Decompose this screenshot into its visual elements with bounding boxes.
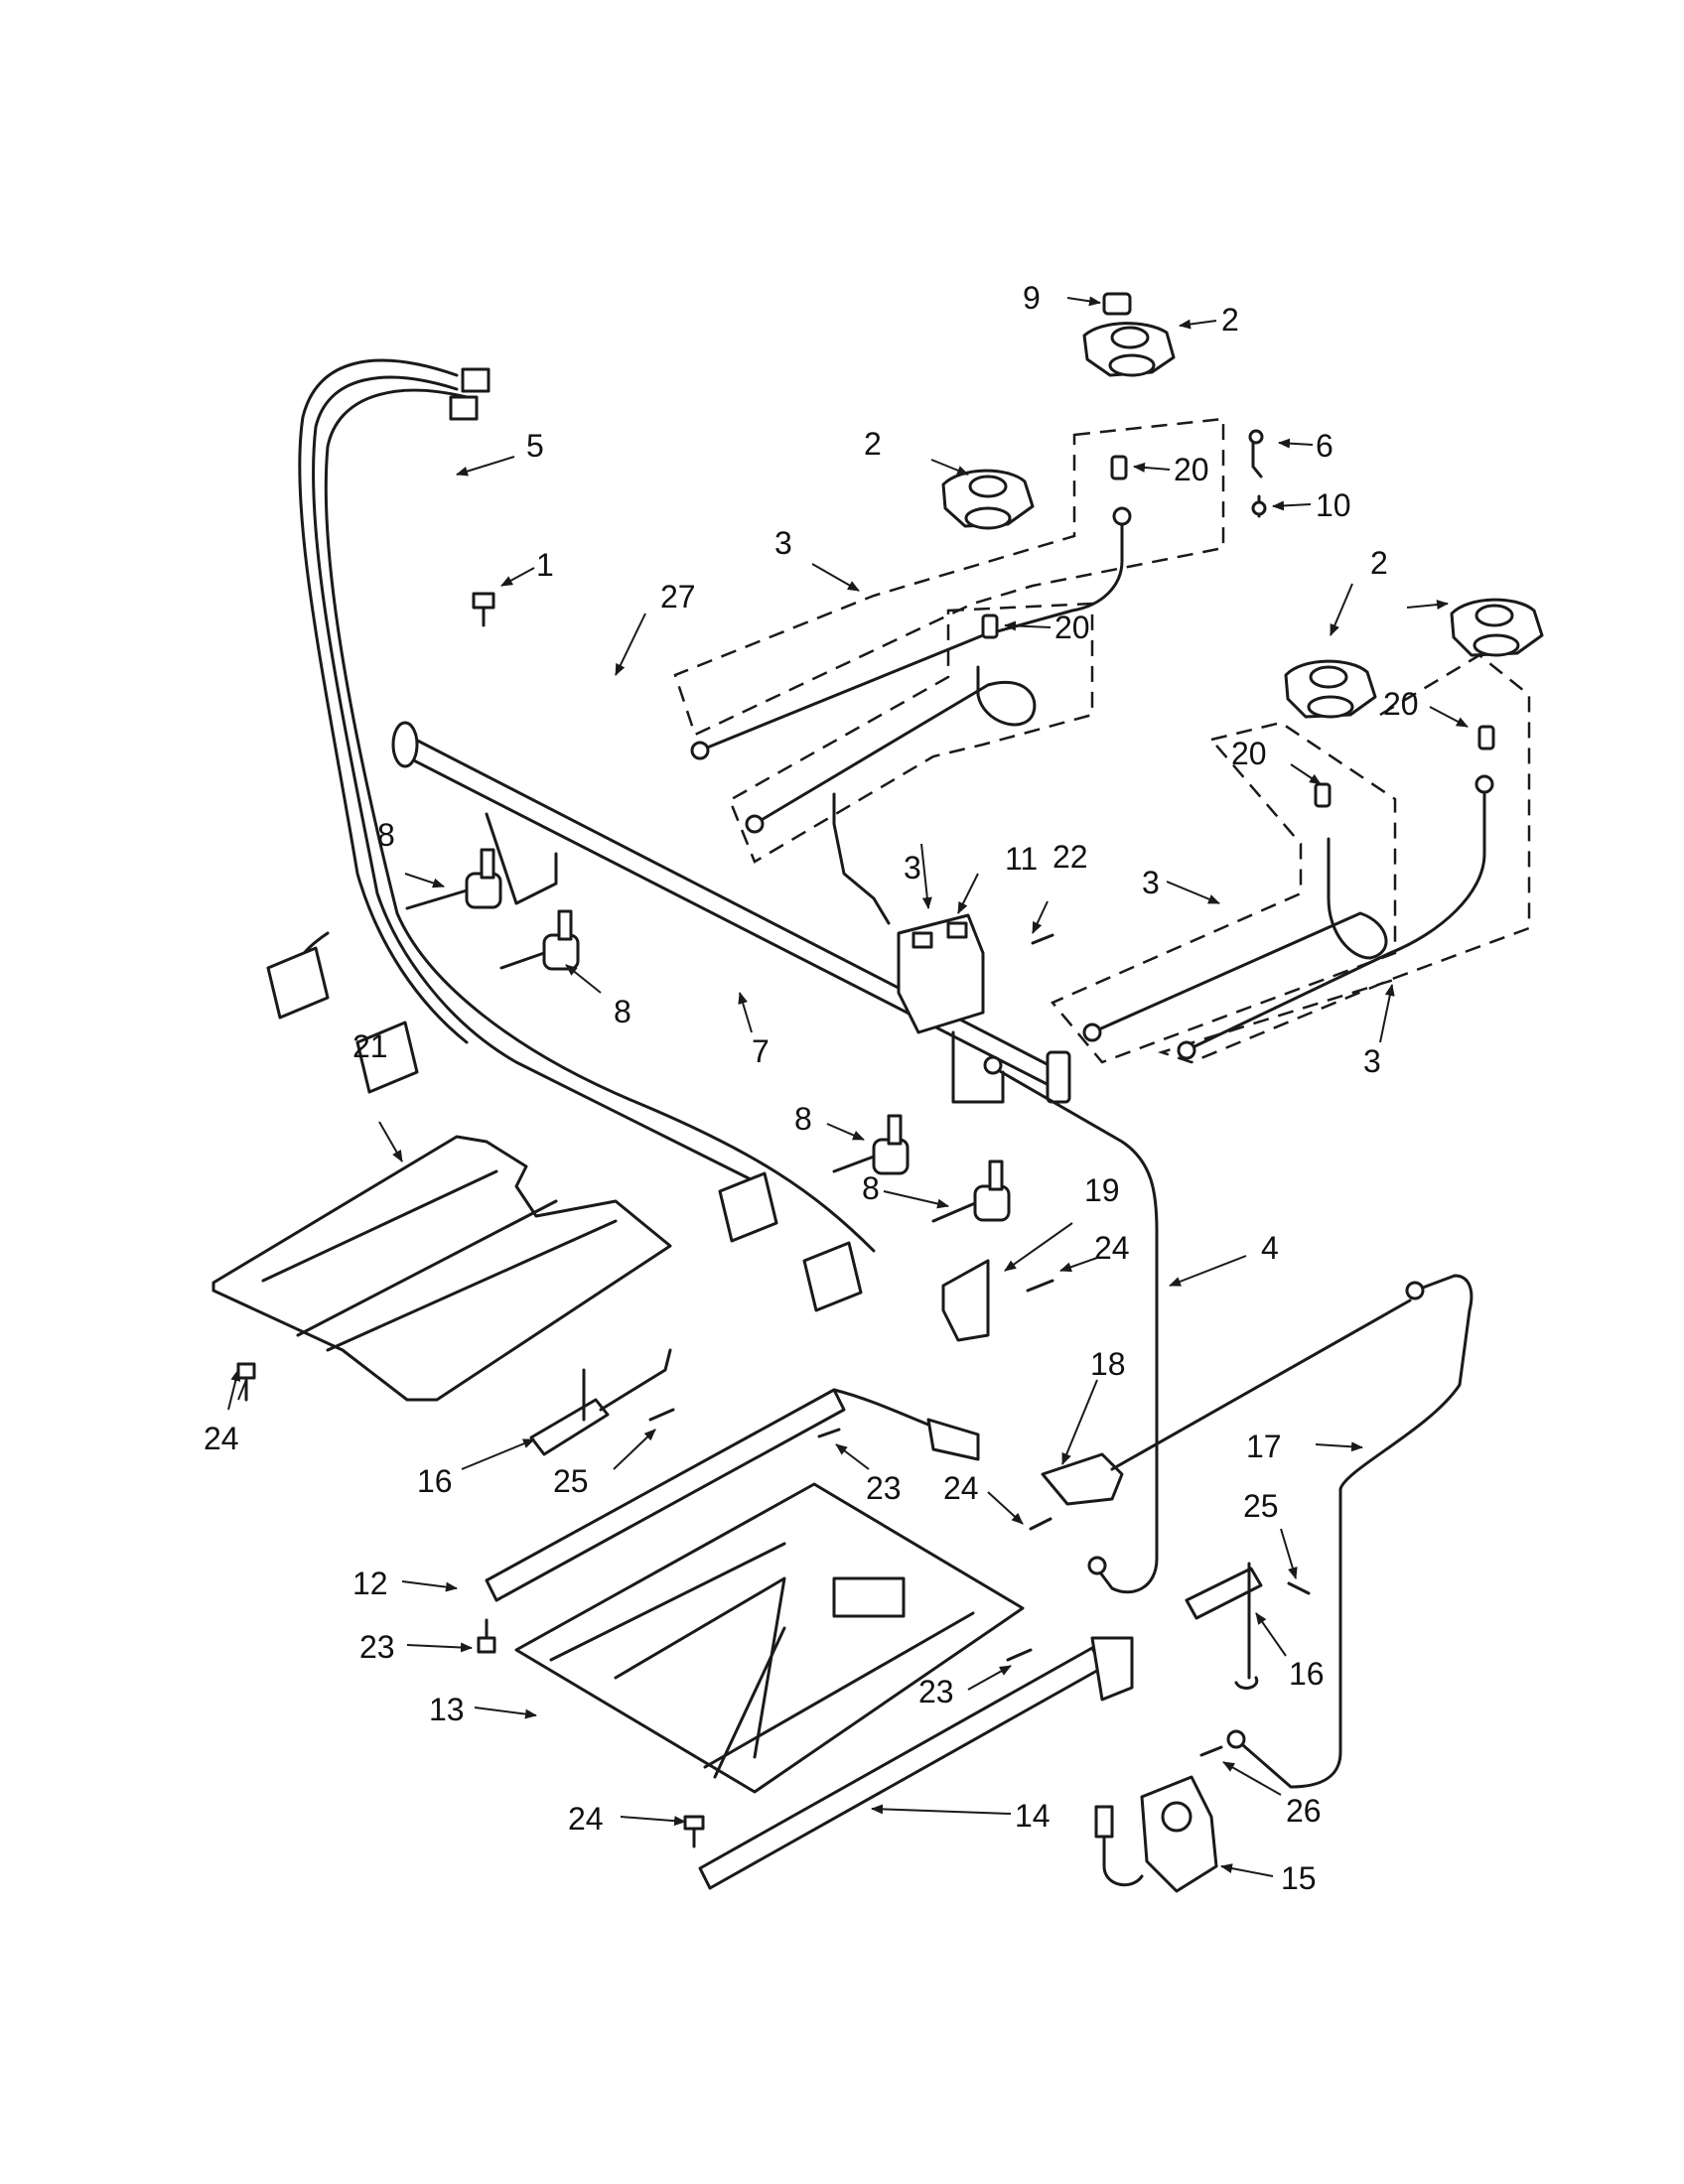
orifice-spud-4 — [1477, 725, 1495, 751]
harness-connector-2 — [449, 395, 479, 421]
burner-valve-2 — [499, 909, 580, 971]
callout-8: 8 — [794, 1101, 812, 1137]
callout-23: 23 — [359, 1629, 395, 1665]
callout-7: 7 — [752, 1033, 770, 1069]
burner-tube-group-rear — [673, 417, 1225, 760]
oven-supply-tube — [1226, 1274, 1474, 1789]
screw-24c — [1029, 1517, 1052, 1531]
screw-23a — [817, 1428, 841, 1438]
burner-valve-3 — [832, 1114, 910, 1175]
orifice-spuds — [981, 455, 1495, 808]
leader-lines — [227, 296, 1469, 1877]
burner-base-top-center — [941, 469, 1035, 530]
callout-20: 20 — [1174, 452, 1209, 487]
spark-electrode — [1248, 429, 1267, 518]
callout-3: 3 — [1363, 1043, 1381, 1079]
burner-base-top-right — [1082, 292, 1176, 377]
orifice-spud-1 — [1110, 455, 1128, 480]
burner-tube-group-front-center — [728, 602, 1094, 864]
callout-2: 2 — [1221, 302, 1239, 338]
ignitor-right — [1185, 1562, 1263, 1690]
switch-brackets — [266, 946, 863, 1312]
callout-9: 9 — [1023, 280, 1041, 316]
burner-valve-4 — [931, 1160, 1011, 1223]
callout-25: 25 — [553, 1463, 589, 1499]
callout-20: 20 — [1383, 686, 1419, 722]
pressure-regulator — [832, 792, 985, 1034]
burner-base-right-1 — [1284, 659, 1377, 719]
harness-connector-1 — [461, 367, 491, 393]
supply-tube — [983, 1055, 1159, 1594]
callout-14: 14 — [1015, 1798, 1051, 1834]
oven-safety-valve — [1094, 1775, 1218, 1893]
screw-24b — [236, 1362, 256, 1380]
callout-10: 10 — [1316, 487, 1351, 523]
callout-3: 3 — [774, 525, 792, 561]
callout-6: 6 — [1316, 428, 1333, 464]
callout-24: 24 — [1094, 1230, 1130, 1266]
screws — [236, 592, 1311, 1848]
burner-valve-1 — [405, 848, 502, 910]
screw-26 — [1199, 1745, 1223, 1757]
mounting-bracket — [941, 1259, 990, 1342]
callout-19: 19 — [1084, 1172, 1120, 1208]
callout-8: 8 — [614, 994, 632, 1029]
burner-tube-group-right-front — [1157, 653, 1531, 1064]
callout-3: 3 — [1142, 865, 1160, 900]
callout-15: 15 — [1281, 1860, 1317, 1896]
callout-8: 8 — [377, 817, 395, 853]
callout-18: 18 — [1090, 1346, 1126, 1382]
screw-22 — [1031, 933, 1054, 945]
callout-20: 20 — [1054, 610, 1090, 645]
bake-burner-lower — [698, 1636, 1134, 1890]
callout-1: 1 — [536, 547, 554, 583]
screw-25b — [1287, 1581, 1311, 1595]
orifice-spud-3 — [1314, 782, 1332, 808]
callout-4: 4 — [1261, 1230, 1279, 1266]
callout-22: 22 — [1052, 839, 1088, 875]
burner-cap-9 — [1102, 292, 1132, 316]
callout-25: 25 — [1243, 1488, 1279, 1524]
screw-1 — [472, 592, 495, 610]
burner-base-right-2 — [1450, 598, 1544, 657]
screw-24d — [683, 1815, 705, 1831]
heat-shield — [211, 1135, 672, 1402]
orifice-holder — [1041, 1298, 1412, 1506]
gas-manifold — [391, 721, 1071, 1104]
callout-20: 20 — [1231, 736, 1267, 771]
callout-2: 2 — [1370, 545, 1388, 581]
callout-23: 23 — [918, 1674, 954, 1709]
ignitor-left — [529, 1348, 672, 1456]
callout-12: 12 — [352, 1566, 388, 1601]
screw-25a — [648, 1408, 675, 1422]
callout-24: 24 — [204, 1421, 239, 1456]
bake-burner-upper — [485, 1388, 980, 1602]
burner-tube-group-right-center — [1050, 721, 1397, 1064]
callout-13: 13 — [429, 1692, 465, 1727]
callout-16: 16 — [417, 1463, 453, 1499]
screw-23c — [1006, 1648, 1033, 1662]
callout-23: 23 — [866, 1470, 902, 1506]
callout-16: 16 — [1289, 1656, 1325, 1692]
callout-3: 3 — [904, 850, 921, 886]
callout-5: 5 — [526, 428, 544, 464]
callout-17: 17 — [1246, 1429, 1282, 1464]
callout-2: 2 — [864, 426, 882, 462]
callout-26: 26 — [1286, 1793, 1322, 1829]
callout-27: 27 — [660, 579, 696, 614]
callout-21: 21 — [352, 1028, 388, 1064]
callout-24: 24 — [568, 1801, 604, 1837]
callout-24: 24 — [943, 1470, 979, 1506]
callout-labels: 9 2 6 10 2 20 5 1 3 27 20 2 20 20 11 22 … — [204, 280, 1419, 1896]
orifice-spud-2 — [981, 614, 999, 639]
wiring-harness — [292, 358, 876, 1253]
callout-8: 8 — [862, 1170, 880, 1206]
screw-24a — [1026, 1279, 1054, 1293]
burner-baffle — [514, 1482, 1025, 1794]
callout-11: 11 — [1005, 841, 1038, 877]
screw-23b — [477, 1636, 496, 1654]
